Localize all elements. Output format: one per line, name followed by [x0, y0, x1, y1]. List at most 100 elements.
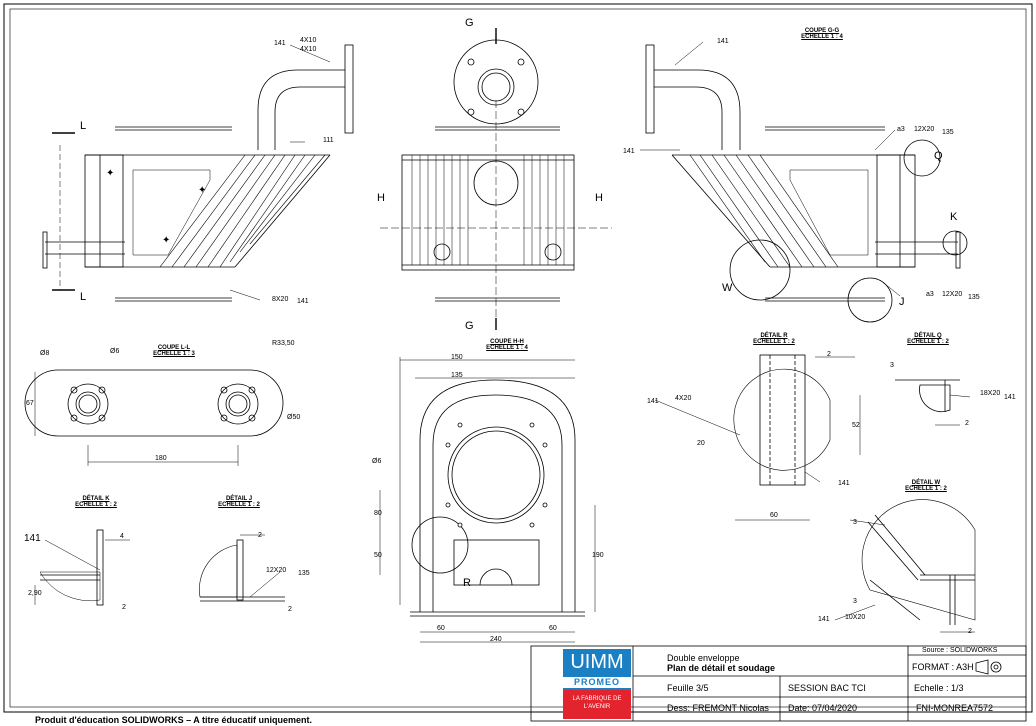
- weld-135-a: 135: [942, 129, 954, 136]
- section-letter-g-top: G: [465, 17, 474, 29]
- dim-r33-50: R33,50: [272, 340, 295, 347]
- svg-text:✦: ✦: [106, 168, 114, 179]
- weld-135-j: 135: [298, 570, 310, 577]
- front-view-left: [42, 44, 354, 302]
- dim-50: 50: [374, 552, 382, 559]
- designation-line-2: Plan de détail et soudage: [667, 663, 776, 673]
- sheet-number: Feuille 3/5: [667, 683, 709, 693]
- section-letter-l-top: L: [80, 120, 87, 132]
- format-label: FORMAT : A3H: [912, 662, 974, 672]
- dim-k-4: 4: [120, 533, 124, 540]
- weld-12x20-j: 12X20: [266, 567, 287, 574]
- detail-letter-k: K: [950, 211, 958, 223]
- section-letter-h-left: H: [377, 192, 385, 204]
- weld-a3-a: a3: [897, 126, 905, 133]
- dim-k-2-90: 2,90: [28, 590, 42, 597]
- dim-phi50: Ø50: [287, 414, 301, 421]
- weld-10x20: 10X20: [845, 614, 866, 621]
- uimm-promeo-logo: UIMM PROMEO LA FABRIQUE DE L'AVENIR: [563, 649, 631, 719]
- title-block-frame: [530, 645, 1027, 722]
- weld-18x20: 18X20: [980, 390, 1001, 397]
- date-label: Date: 07/04/2020: [788, 703, 858, 713]
- dim-q-2: 2: [965, 420, 969, 427]
- weld-8x20: 8X20: [272, 296, 289, 303]
- dim-150: 150: [451, 354, 463, 361]
- weld-141-c: 141: [717, 38, 729, 45]
- weld-141-h: 141: [818, 616, 830, 623]
- detail-k-view: [34, 529, 130, 606]
- dim-w-2: 2: [968, 628, 972, 635]
- dim-67: 67: [26, 400, 34, 407]
- weld-141-d: 141: [623, 148, 635, 155]
- designation-line-1: Double enveloppe: [667, 653, 740, 663]
- dim-w-3-bottom: 3: [853, 598, 857, 605]
- dim-j-2-top: 2: [258, 532, 262, 539]
- weld-a3-b: a3: [926, 291, 934, 298]
- weld-4x10-a: 4X10: [300, 37, 317, 44]
- session-label: SESSION BAC TCI: [788, 683, 866, 693]
- dim-240: 240: [490, 636, 502, 643]
- dim-80: 80: [374, 510, 382, 517]
- dim-52: 52: [852, 422, 860, 429]
- scale-label: Echelle : 1/3: [914, 683, 964, 693]
- footer-note: Produit d'éducation SOLIDWORKS – A titre…: [35, 715, 312, 725]
- weld-141-a: 141: [274, 40, 286, 47]
- detail-j-view: [199, 534, 285, 602]
- dim-q-3: 3: [890, 362, 894, 369]
- weld-141-g: 141: [1004, 394, 1016, 401]
- weld-141-k: 141: [24, 533, 41, 544]
- dim-r-2: 2: [827, 351, 831, 358]
- source-label: Source : SOLIDWORKS: [922, 647, 998, 654]
- svg-text:✦: ✦: [162, 235, 170, 246]
- dim-190: 190: [592, 552, 604, 559]
- weld-leaders: [44, 41, 971, 621]
- detail-letter-r: R: [463, 577, 471, 589]
- weld-4x10-b: 4X10: [300, 46, 317, 53]
- front-view-center: [380, 28, 612, 330]
- dim-60-left: 60: [437, 625, 445, 632]
- svg-text:✦: ✦: [198, 185, 206, 196]
- weld-141-e: 141: [647, 398, 659, 405]
- dim-k-2: 2: [122, 604, 126, 611]
- section-letter-h-right: H: [595, 192, 603, 204]
- detail-letter-q: Q: [934, 150, 943, 162]
- weld-12x20-a: 12X20: [914, 126, 935, 133]
- dim-r-60: 60: [770, 512, 778, 519]
- section-hh-view: [379, 357, 596, 643]
- dim-phi8: Ø8: [40, 350, 50, 357]
- section-ll-view: [24, 369, 284, 466]
- reference-label: FNI-MONREA7572: [916, 703, 994, 713]
- detail-w-view: [861, 499, 976, 633]
- section-gg-view: [645, 44, 968, 323]
- weld-141-f: 141: [838, 480, 850, 487]
- detail-q-view: [895, 379, 960, 426]
- dim-w-3-top: 3: [853, 519, 857, 526]
- detail-letter-w: W: [722, 282, 733, 294]
- drawer-label: Dess: FREMONT Nicolas: [667, 703, 769, 713]
- section-letter-g-bottom: G: [465, 320, 474, 332]
- detail-r-view: [733, 354, 861, 521]
- dim-60-right: 60: [549, 625, 557, 632]
- dim-135: 135: [451, 372, 463, 379]
- weld-4x20: 4X20: [675, 395, 692, 402]
- detail-letter-j: J: [899, 296, 905, 308]
- dim-phi6: Ø6: [110, 348, 120, 355]
- dim-j-2-bottom: 2: [288, 606, 292, 613]
- section-letter-l-bottom: L: [80, 291, 87, 303]
- weld-135-b: 135: [968, 294, 980, 301]
- dim-phi6-hh: Ø6: [372, 458, 382, 465]
- weld-141-b: 141: [297, 298, 309, 305]
- weld-12x20-b: 12X20: [942, 291, 963, 298]
- dim-180: 180: [155, 455, 167, 462]
- dim-20: 20: [697, 440, 705, 447]
- weld-111: 111: [323, 137, 334, 144]
